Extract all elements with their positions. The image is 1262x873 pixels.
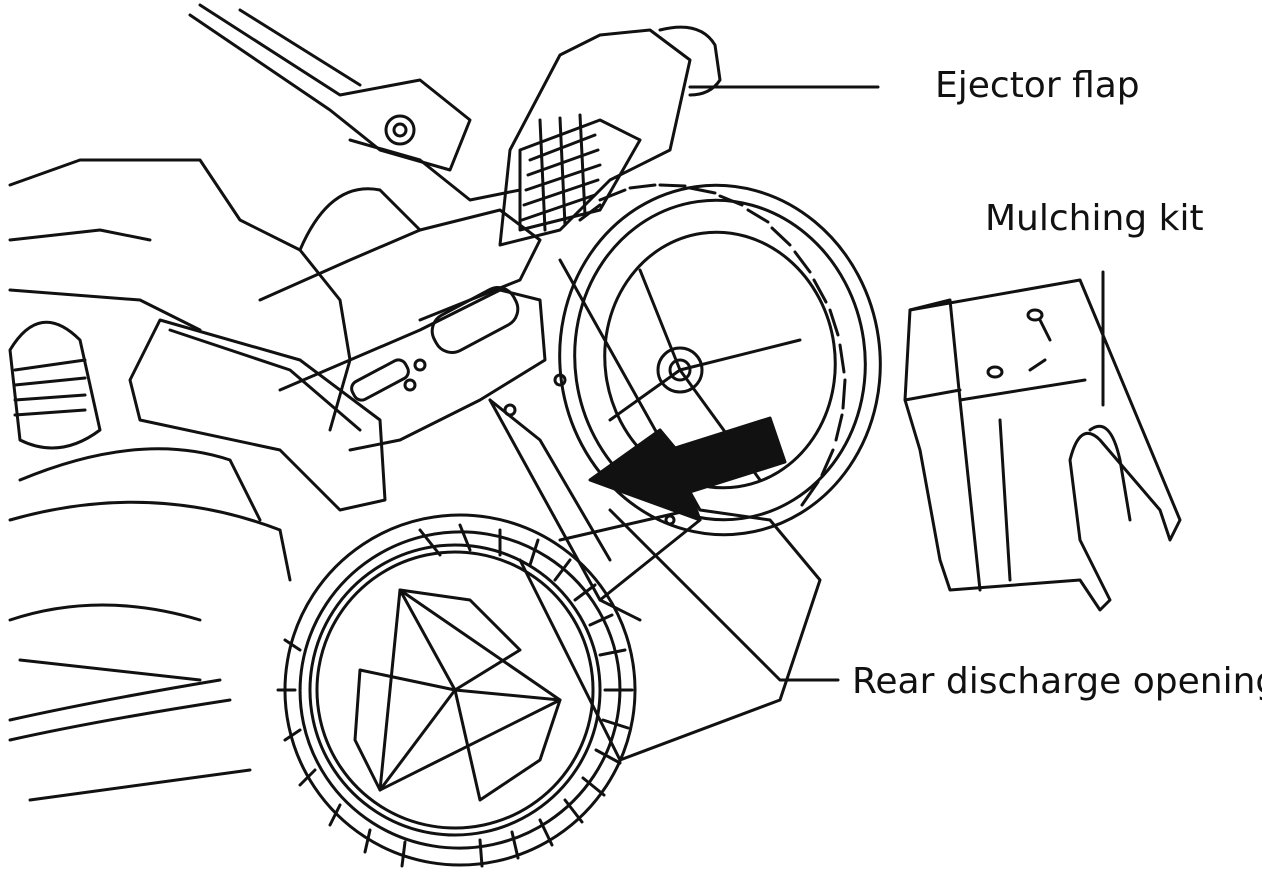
ejector-flap-label: Ejector flap (935, 65, 1140, 106)
mulching-kit-label: Mulching kit (985, 198, 1204, 239)
mower-handle (188, 3, 522, 202)
ejector-flap (498, 25, 722, 247)
height-adjust-lever (128, 286, 567, 512)
mower-body (8, 158, 542, 802)
front-wheel (276, 513, 637, 868)
rear-wheel (558, 183, 882, 537)
mulching-kit (903, 278, 1182, 612)
rear-discharge-opening-label: Rear discharge opening (852, 661, 1262, 702)
insertion-arrow (588, 416, 787, 522)
leader-lines (608, 85, 1105, 682)
rear-discharge-leader (608, 508, 840, 682)
